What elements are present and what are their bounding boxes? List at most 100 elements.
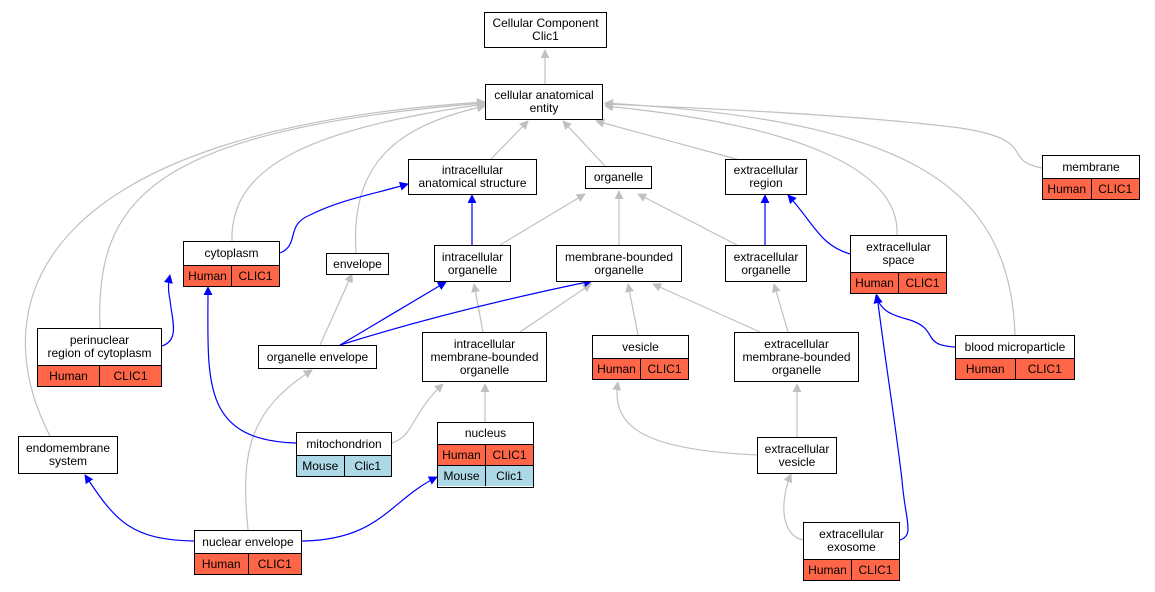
edge-is-a	[391, 383, 444, 444]
node-blood-microparticle[interactable]: blood microparticle Human CLIC1	[955, 335, 1075, 380]
node-label: vesicle	[778, 454, 816, 469]
edge-is-a	[604, 99, 1043, 169]
species-cell: Human	[188, 268, 227, 283]
node-label: intracellular	[441, 163, 504, 177]
human-annotation-row: Human CLIC1	[438, 444, 533, 465]
node-label: membrane-bounded	[430, 349, 539, 364]
node-label: nuclear envelope	[202, 534, 294, 549]
edge-is-a	[595, 118, 741, 161]
human-annotation-row: Human CLIC1	[1043, 178, 1139, 199]
human-annotation-row: Human CLIC1	[184, 265, 279, 286]
species-cell: Mouse	[302, 458, 339, 473]
node-intracellular-anatomical-structure[interactable]: intracellular anatomical structure	[408, 159, 537, 195]
edge-is-a	[24, 98, 486, 437]
edge-is-a	[604, 98, 1016, 336]
node-label: extracellular	[866, 240, 931, 254]
node-organelle[interactable]: organelle	[585, 166, 652, 189]
node-label: membrane	[1062, 159, 1120, 174]
edge-is-a	[471, 283, 484, 333]
node-label: membrane-bounded	[742, 349, 851, 364]
node-endomembrane-system[interactable]: endomembrane system	[18, 436, 118, 474]
human-annotation-row: Human CLIC1	[195, 553, 301, 574]
node-label: organelle	[593, 170, 644, 184]
edge-part-of	[787, 194, 851, 255]
gene-cell: CLIC1	[898, 273, 946, 293]
node-nucleus[interactable]: nucleus Human CLIC1 Mouse Clic1	[437, 422, 534, 488]
node-label: cytoplasm	[204, 246, 259, 260]
human-annotation-row: Human CLIC1	[804, 559, 899, 580]
node-label: endomembrane	[25, 441, 111, 455]
node-extracellular-exosome[interactable]: extracellular exosome Human CLIC1	[803, 522, 900, 581]
node-label: region of cytoplasm	[47, 346, 152, 360]
node-label: exosome	[827, 540, 876, 554]
node-label: organelle	[771, 362, 822, 377]
node-label: Clic1	[532, 29, 559, 43]
node-extracellular-region[interactable]: extracellular region	[725, 159, 807, 195]
edge-is-a	[354, 103, 486, 254]
species-cell: Human	[855, 275, 894, 290]
node-label: vesicle	[622, 339, 659, 354]
edge-is-a	[604, 102, 898, 236]
node-cytoplasm[interactable]: cytoplasm Human CLIC1	[183, 241, 280, 287]
mouse-annotation-row: Mouse Clic1	[297, 455, 391, 476]
species-cell: Human	[1047, 181, 1087, 196]
node-label: nucleus	[464, 426, 507, 440]
gene-cell: CLIC1	[485, 445, 533, 465]
gene-cell: Clic1	[485, 466, 533, 486]
edge-is-a	[499, 193, 586, 246]
node-label: organelle	[741, 262, 791, 277]
species-cell: Human	[597, 361, 636, 376]
node-envelope[interactable]: envelope	[326, 253, 389, 275]
node-label: extracellular	[819, 527, 884, 541]
node-cellular-anatomical-entity[interactable]: cellular anatomical entity	[485, 84, 603, 120]
node-label: anatomical structure	[418, 176, 527, 190]
node-intracellular-organelle[interactable]: intracellular organelle	[434, 245, 511, 282]
edge-part-of	[339, 278, 593, 346]
human-annotation-row: Human CLIC1	[851, 272, 946, 293]
edge-is-a	[231, 100, 486, 242]
node-mitochondrion[interactable]: mitochondrion Mouse Clic1	[296, 432, 392, 477]
node-perinuclear-region-of-cytoplasm[interactable]: perinuclear region of cytoplasm Human CL…	[37, 328, 162, 387]
gene-cell: Clic1	[343, 456, 392, 476]
species-cell: Human	[49, 368, 88, 383]
node-extracellular-vesicle[interactable]: extracellular vesicle	[757, 437, 837, 474]
node-label: organelle	[459, 362, 510, 377]
edge-is-a	[771, 283, 789, 333]
node-vesicle[interactable]: vesicle Human CLIC1	[592, 335, 689, 380]
edge-is-a	[489, 120, 529, 161]
edge-part-of	[161, 274, 175, 347]
node-label: Cellular Component	[492, 16, 599, 30]
edge-part-of	[203, 286, 297, 444]
edge-is-a	[319, 273, 353, 346]
node-label: extracellular	[733, 249, 799, 264]
node-extracellular-space[interactable]: extracellular space Human CLIC1	[850, 235, 947, 294]
node-label: extracellular	[764, 441, 830, 456]
node-label: region	[749, 176, 783, 190]
species-cell: Human	[965, 361, 1005, 376]
node-label: membrane-bounded	[564, 249, 674, 264]
gene-cell: CLIC1	[1014, 359, 1075, 379]
node-label: blood microparticle	[964, 339, 1066, 354]
gene-cell: CLIC1	[99, 366, 161, 386]
node-membrane[interactable]: membrane Human CLIC1	[1042, 155, 1140, 200]
edge-part-of	[279, 181, 409, 254]
species-cell: Human	[442, 447, 481, 462]
node-membrane-bounded-organelle[interactable]: membrane-bounded organelle	[556, 245, 682, 282]
edge-part-of	[873, 294, 956, 348]
edge-is-a	[625, 283, 639, 336]
node-label: intracellular	[453, 336, 516, 351]
species-cell: Human	[808, 562, 847, 577]
node-label: organelle	[447, 262, 498, 277]
node-extracellular-organelle[interactable]: extracellular organelle	[725, 245, 807, 282]
node-extracellular-membrane-bounded-organelle[interactable]: extracellular membrane-bounded organelle	[734, 332, 859, 382]
node-cellular-component-root[interactable]: Cellular Component Clic1	[484, 12, 607, 48]
node-organelle-envelope[interactable]: organelle envelope	[258, 345, 377, 369]
node-label: entity	[529, 101, 559, 115]
human-annotation-row: Human CLIC1	[593, 358, 688, 379]
node-intracellular-membrane-bounded-organelle[interactable]: intracellular membrane-bounded organelle	[422, 332, 547, 382]
edge-part-of	[339, 281, 447, 346]
node-nuclear-envelope[interactable]: nuclear envelope Human CLIC1	[194, 530, 302, 575]
node-label: perinuclear	[69, 333, 130, 347]
node-label: extracellular	[764, 336, 829, 351]
